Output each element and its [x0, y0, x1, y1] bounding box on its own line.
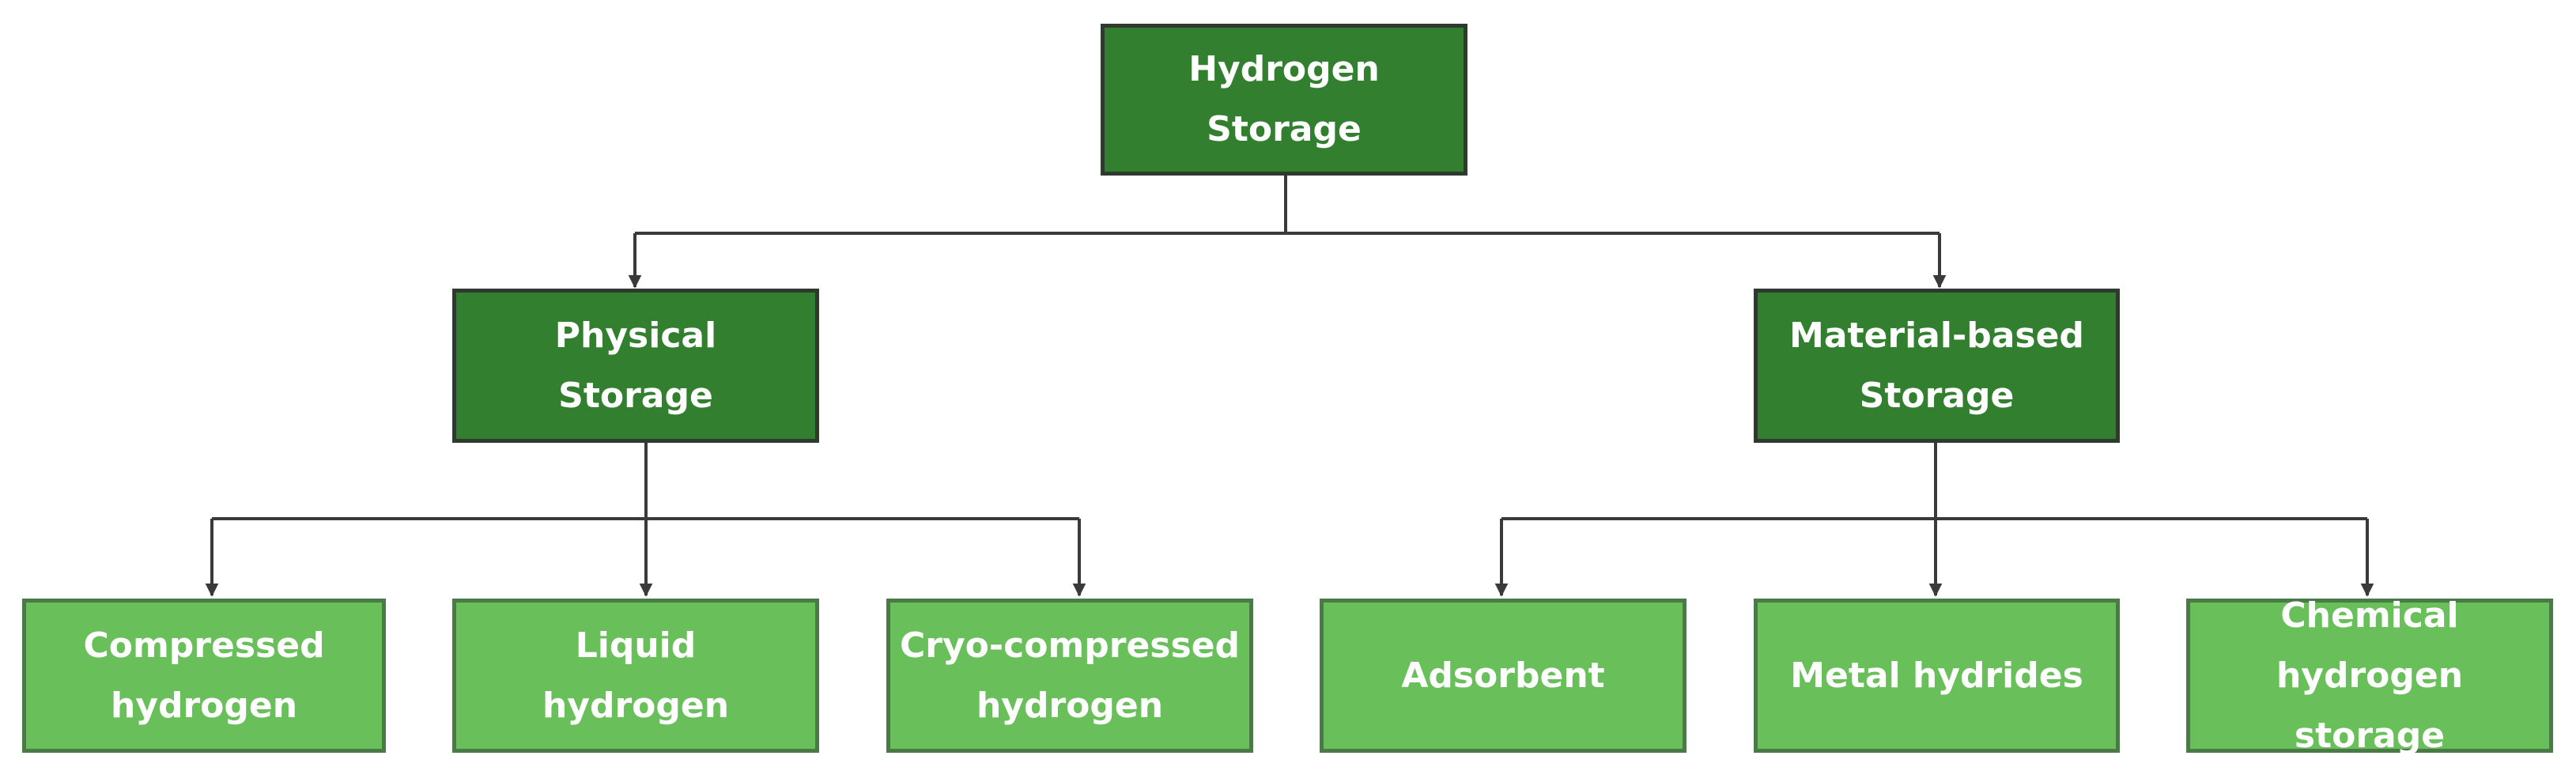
hydrogen-storage-node: Hydrogen Storage — [1101, 24, 1467, 176]
compressed-hydrogen-label: Compressed hydrogen — [83, 625, 325, 726]
metal-hydrides-label: Metal hydrides — [1790, 655, 2083, 696]
connector-root — [635, 176, 1940, 235]
compressed-hydrogen-node: Compressed hydrogen — [22, 599, 386, 753]
metal-hydrides-node: Metal hydrides — [1754, 599, 2120, 753]
liquid-hydrogen-node: Liquid hydrogen — [452, 599, 819, 753]
connector-physical — [212, 443, 1079, 520]
connector-material — [1501, 443, 2367, 520]
physical-storage-node: Physical Storage — [452, 289, 819, 443]
cryo-compressed-hydrogen-node: Cryo-compressed hydrogen — [886, 599, 1253, 753]
physical-storage-label: Physical Storage — [554, 315, 717, 416]
material-based-storage-label: Material-based Storage — [1789, 315, 2084, 416]
cryo-compressed-hydrogen-label: Cryo-compressed hydrogen — [899, 625, 1241, 726]
hydrogen-storage-label: Hydrogen Storage — [1188, 49, 1380, 149]
material-based-storage-node: Material-based Storage — [1754, 289, 2120, 443]
chemical-hydrogen-storage-node: Chemical hydrogen storage — [2186, 595, 2553, 756]
adsorbent-label: Adsorbent — [1401, 655, 1605, 696]
liquid-hydrogen-label: Liquid hydrogen — [542, 625, 730, 726]
adsorbent-node: Adsorbent — [1320, 599, 1686, 753]
chemical-hydrogen-storage-label: Chemical hydrogen storage — [2276, 595, 2464, 756]
